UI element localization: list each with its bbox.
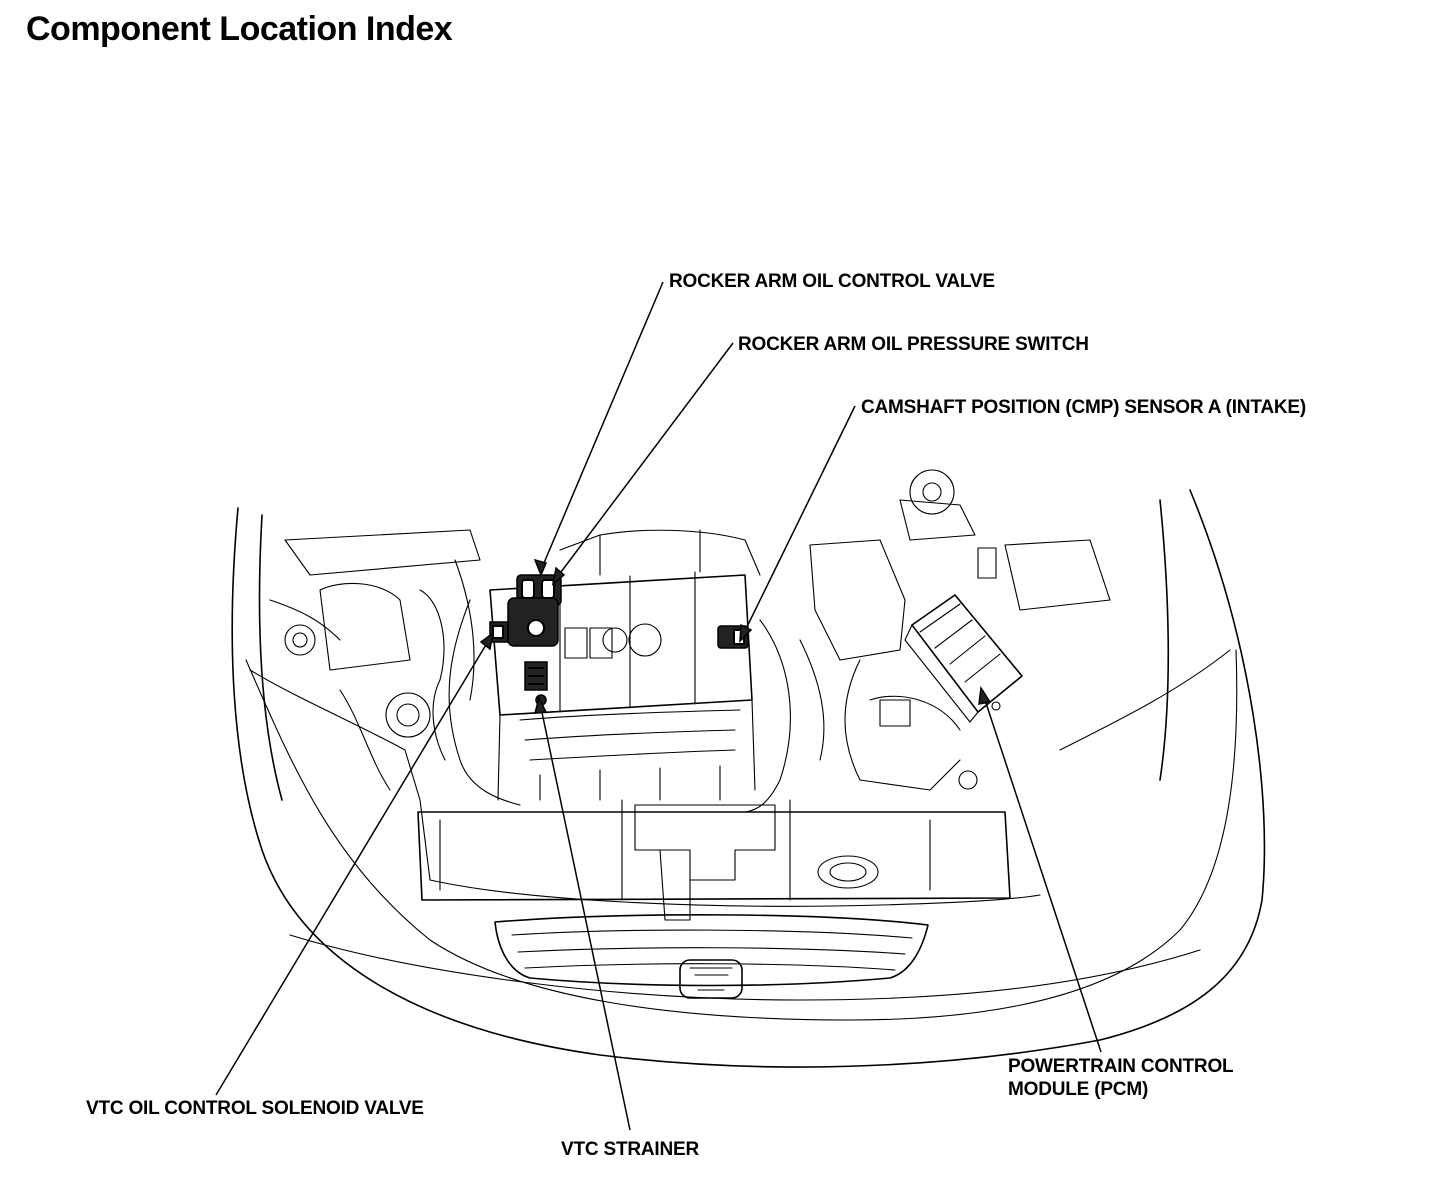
callout-vtc-oil-control-solenoid-valve: VTC OIL CONTROL SOLENOID VALVE	[86, 1098, 424, 1119]
callout-rocker-arm-oil-pressure-switch: ROCKER ARM OIL PRESSURE SWITCH	[738, 334, 1089, 355]
vehicle-body-outline	[231, 489, 1266, 1068]
front-grille	[494, 914, 929, 999]
callout-rocker-arm-oil-control-valve: ROCKER ARM OIL CONTROL VALVE	[669, 271, 995, 292]
callout-cmp-sensor-a: CAMSHAFT POSITION (CMP) SENSOR A (INTAKE…	[861, 397, 1306, 418]
radiator-cover	[417, 799, 1011, 921]
callout-vtc-strainer: VTC STRAINER	[561, 1139, 699, 1160]
engine-assembly	[448, 529, 791, 813]
page-title: Component Location Index	[26, 10, 453, 48]
callout-pcm-line2: MODULE (PCM)	[1008, 1079, 1149, 1100]
callout-pcm-line1: POWERTRAIN CONTROL	[1008, 1056, 1234, 1077]
pcm-module	[904, 594, 1023, 723]
rocker-arm-valve-group	[489, 574, 562, 706]
right-bay-components	[799, 469, 1111, 791]
callout-pcm: POWERTRAIN CONTROL MODULE (PCM)	[1008, 1055, 1234, 1101]
leader-lines	[215, 281, 1102, 1131]
left-bay-components	[269, 529, 481, 791]
